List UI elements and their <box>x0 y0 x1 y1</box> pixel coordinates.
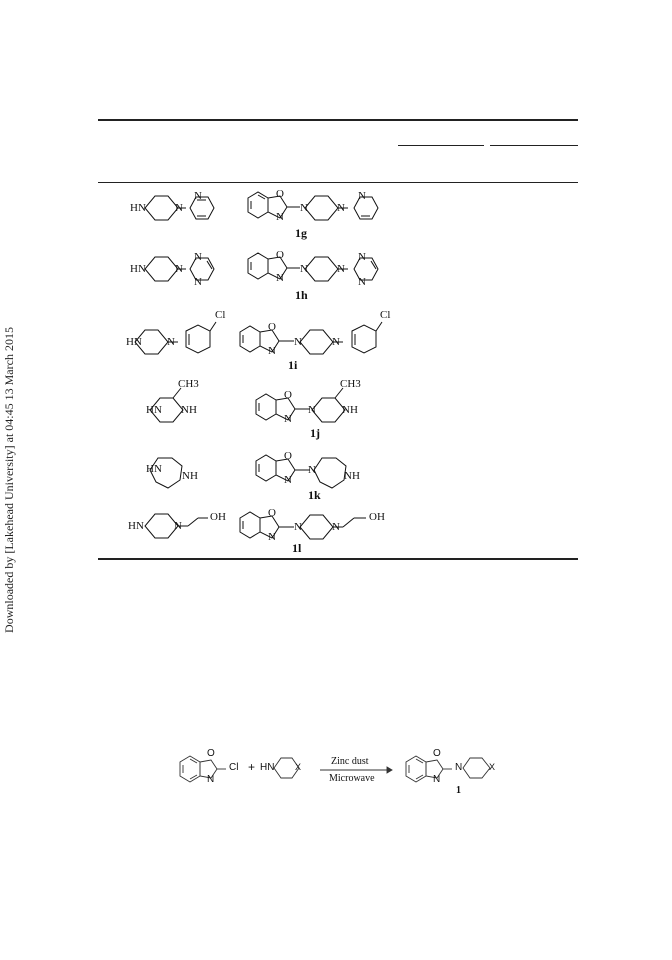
scheme-n-atom: N <box>207 774 215 785</box>
scheme-o-atom: O <box>207 748 215 759</box>
atom-n: N <box>167 336 175 348</box>
atom-hn: HN <box>128 520 144 532</box>
atom-n: N <box>284 413 292 425</box>
scheme-product-n2: N <box>455 762 463 773</box>
atom-n: N <box>337 263 345 275</box>
amine-1h-structure <box>144 256 215 282</box>
atom-nh: NH <box>181 404 197 416</box>
atom-o: O <box>276 249 284 261</box>
atom-hn: HN <box>126 336 142 348</box>
compound-label: 1h <box>295 288 308 302</box>
compound-label: 1g <box>295 226 307 240</box>
scheme-x: X <box>295 762 302 772</box>
scheme-plus: + <box>248 760 256 774</box>
atom-n: N <box>268 531 276 543</box>
atom-oh: OH <box>210 511 226 523</box>
compound-label: 1j <box>310 426 320 440</box>
atom-n: N <box>300 263 308 275</box>
scheme-reagent-top: Zinc dust <box>331 756 369 767</box>
atom-nh: NH <box>342 404 358 416</box>
product-1i-structure <box>239 321 383 355</box>
scheme-reagent-bottom: Microwave <box>329 773 375 784</box>
atom-nh: NH <box>344 470 360 482</box>
product-1j-structure <box>255 387 346 423</box>
atom-o: O <box>268 321 276 333</box>
atom-n: N <box>358 251 366 263</box>
atom-n: N <box>194 276 202 288</box>
atom-n: N <box>194 190 202 202</box>
atom-o: O <box>284 450 292 462</box>
amine-1j-structure <box>149 387 184 423</box>
amine-1i-structure <box>134 321 217 355</box>
atom-n: N <box>308 464 316 476</box>
atom-n: N <box>308 404 316 416</box>
atom-cl: Cl <box>215 309 226 321</box>
atom-n: N <box>337 202 345 214</box>
amine-1g-structure <box>144 195 215 221</box>
table-subheader-rule-1 <box>398 145 484 146</box>
table-top-rule <box>98 119 578 121</box>
product-1l-structure <box>239 511 366 540</box>
atom-n: N <box>268 345 276 357</box>
product-1g-structure <box>247 191 379 221</box>
scheme-hn: HN <box>260 762 275 773</box>
atom-o: O <box>276 188 284 200</box>
reaction-scheme <box>179 755 491 783</box>
atom-n: N <box>294 521 302 533</box>
atom-n: N <box>332 521 340 533</box>
atom-o: O <box>284 389 292 401</box>
product-1h-structure <box>247 252 379 282</box>
table-bottom-rule <box>98 558 578 560</box>
atom-oh: OH <box>369 511 385 523</box>
scheme-product-label: 1 <box>456 785 461 796</box>
atom-hn: HN <box>130 263 146 275</box>
atom-n: N <box>276 272 284 284</box>
table-subheader-rule-2 <box>490 145 578 146</box>
atom-cl: Cl <box>380 309 391 321</box>
atom-n: N <box>300 202 308 214</box>
compound-label: 1i <box>288 358 298 372</box>
scheme-product-o: O <box>433 748 441 759</box>
amine-1l-structure <box>144 513 208 539</box>
atom-n: N <box>174 520 182 532</box>
atom-n: N <box>358 276 366 288</box>
product-1k-structure <box>255 454 347 489</box>
atom-ch3: CH3 <box>178 378 199 390</box>
compound-table-structures <box>134 191 383 540</box>
amine-1k-structure <box>149 457 183 489</box>
compound-label: 1k <box>308 488 321 502</box>
scheme-product-n: N <box>433 774 441 785</box>
atom-n: N <box>175 202 183 214</box>
atom-o: O <box>268 507 276 519</box>
atom-n: N <box>276 211 284 223</box>
atom-n: N <box>194 251 202 263</box>
scheme-product-x: X <box>489 762 496 772</box>
atom-n: N <box>358 190 366 202</box>
scheme-cl: Cl <box>229 762 239 773</box>
atom-n: N <box>175 263 183 275</box>
atom-hn: HN <box>130 202 146 214</box>
atom-hn: HN <box>146 463 162 475</box>
atom-n: N <box>332 336 340 348</box>
table-header-rule <box>98 182 578 183</box>
compound-label: 1l <box>292 541 302 555</box>
atom-hn: HN <box>146 404 162 416</box>
atom-n: N <box>284 474 292 486</box>
atom-n: N <box>294 336 302 348</box>
atom-ch3: CH3 <box>340 378 361 390</box>
atom-nh: NH <box>182 470 198 482</box>
